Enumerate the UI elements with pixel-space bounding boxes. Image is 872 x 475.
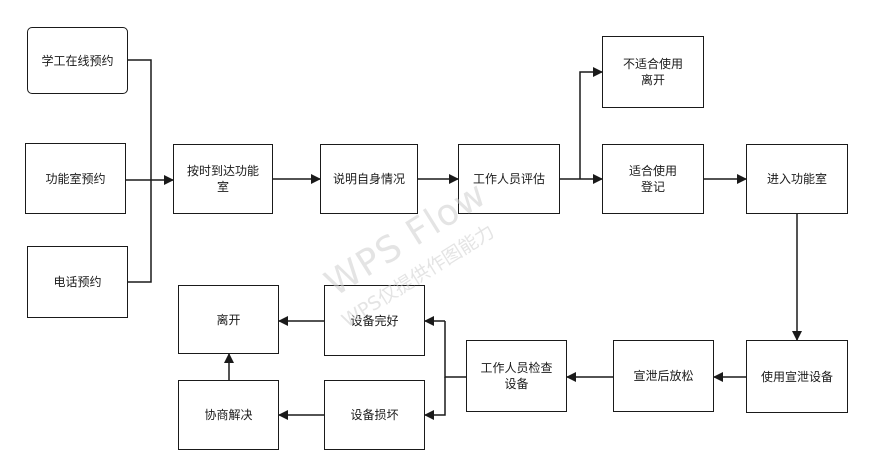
node-suitable-register-label: 适合使用 登记 [628,164,677,194]
node-equipment-broken: 设备损坏 [324,380,425,450]
node-room-booking: 功能室预约 [25,143,126,214]
node-enter-room-label: 进入功能室 [766,172,827,186]
node-room-booking-label: 功能室预约 [45,171,106,186]
node-explain-situation-label: 说明自身情况 [332,172,405,186]
node-online-booking: 学工在线预约 [27,27,128,94]
node-phone-booking: 电话预约 [27,246,128,318]
node-relax-label: 宣泄后放松 [633,369,694,383]
node-equipment-broken-label: 设备损坏 [350,408,399,422]
node-suitable-register: 适合使用 登记 [602,144,704,214]
connector-phone-merge [128,180,152,283]
node-leave-label: 离开 [216,312,241,327]
node-use-equipment-label: 使用宣泄设备 [760,369,833,384]
node-use-equipment: 使用宣泄设备 [746,340,848,413]
node-negotiate-label: 协商解决 [204,408,253,422]
node-explain-situation: 说明自身情况 [320,144,418,214]
node-equipment-intact-label: 设备完好 [350,313,399,328]
node-unsuitable-leave: 不适合使用 离开 [602,36,704,108]
connector-online-merge [128,59,152,180]
node-staff-check-label: 工作人员检查 设备 [480,361,553,391]
connector-check-branch [444,321,466,378]
node-negotiate: 协商解决 [178,380,279,450]
node-equipment-intact: 设备完好 [324,285,425,356]
node-arrive-on-time: 按时到达功能 室 [173,144,273,214]
connector-assess-to-unsuitable [579,67,603,179]
node-phone-booking-label: 电话预约 [53,275,102,289]
node-staff-assessment: 工作人员评估 [458,144,560,214]
node-relax: 宣泄后放松 [613,340,714,412]
node-online-booking-label: 学工在线预约 [41,53,114,68]
node-enter-room: 进入功能室 [746,144,848,214]
node-unsuitable-leave-label: 不适合使用 离开 [622,57,683,87]
node-arrive-on-time-label: 按时到达功能 室 [186,164,259,194]
connector-check-to-broken [424,377,446,420]
node-staff-check: 工作人员检查 设备 [466,340,567,412]
node-leave: 离开 [178,285,279,354]
node-staff-assessment-label: 工作人员评估 [472,172,545,186]
